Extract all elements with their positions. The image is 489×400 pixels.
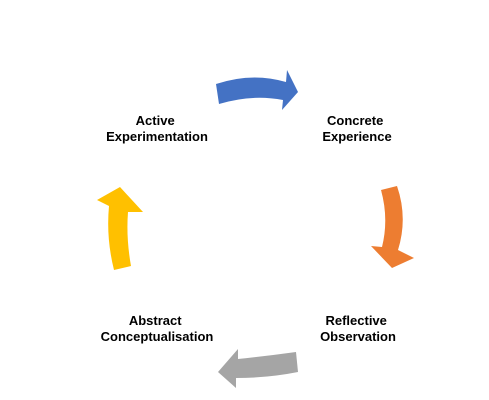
stage-label-line: Observation — [320, 329, 396, 344]
arrow-active-to-concrete — [216, 70, 298, 110]
stage-label-line: Conceptualisation — [101, 329, 214, 344]
stage-label-line: Concrete — [327, 113, 383, 128]
stage-label-line: Reflective — [325, 313, 386, 328]
arrow-reflective-to-abstract — [218, 349, 298, 388]
stage-label-line: Experience — [322, 129, 391, 144]
stage-label-line: Active — [136, 113, 175, 128]
arrow-abstract-to-active — [97, 187, 143, 270]
stage-label-line: Experimentation — [106, 129, 208, 144]
stage-label-reflective-observation: Reflective Observation — [320, 313, 396, 344]
stage-label-active-experimentation: Active Experimentation — [106, 113, 208, 144]
stage-label-abstract-conceptualisation: Abstract Conceptualisation — [101, 313, 214, 344]
stage-label-concrete-experience: Concrete Experience — [322, 113, 391, 144]
stage-label-line: Abstract — [129, 313, 182, 328]
arrow-concrete-to-reflective — [371, 186, 414, 268]
